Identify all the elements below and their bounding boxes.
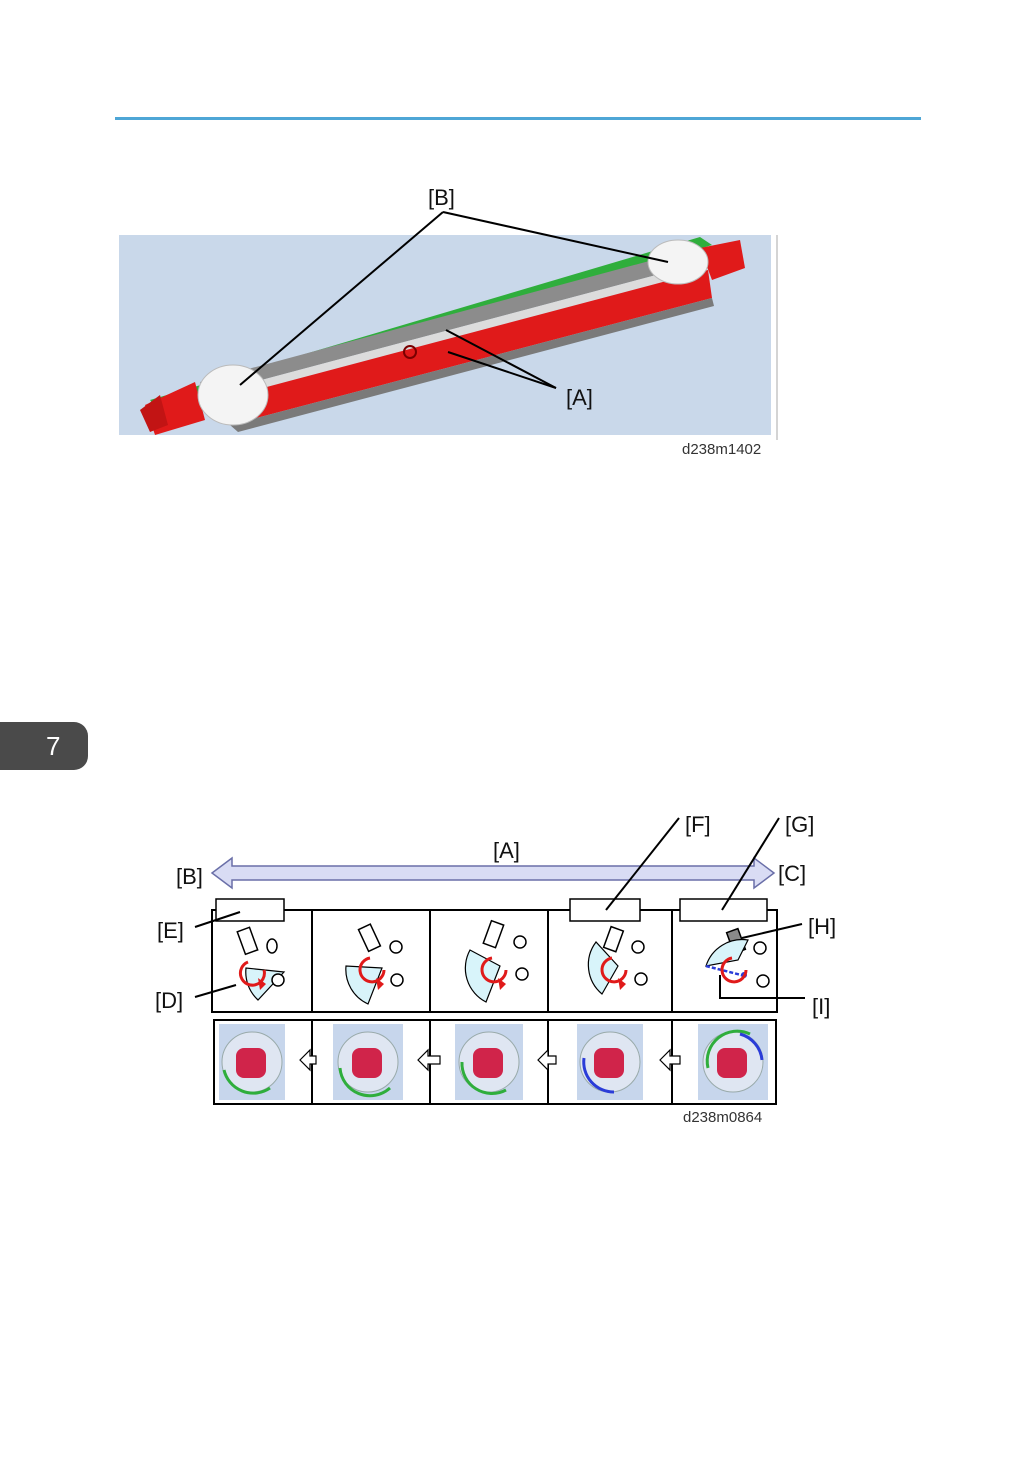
callout-i: [I] bbox=[812, 994, 830, 1019]
step-1 bbox=[237, 927, 284, 1000]
callout-b: [B] bbox=[428, 185, 455, 210]
callout-g: [G] bbox=[785, 812, 814, 837]
thumb-row-frame bbox=[214, 1020, 776, 1104]
thumbnail-2 bbox=[333, 1024, 403, 1100]
figure-roller-assembly: [B] [A] d238m1402 bbox=[0, 0, 1036, 480]
step-row-frame bbox=[212, 910, 777, 1012]
callout-e: [E] bbox=[157, 918, 184, 943]
figure2-id: d238m0864 bbox=[683, 1109, 762, 1126]
chapter-tab: 7 bbox=[0, 722, 88, 770]
callout-f: [F] bbox=[685, 812, 711, 837]
step-4 bbox=[588, 927, 647, 994]
step-arrows bbox=[300, 1050, 680, 1070]
callout-c-2: [C] bbox=[778, 861, 806, 886]
callout-a: [A] bbox=[566, 385, 593, 410]
step-5 bbox=[706, 929, 769, 987]
thumbnail-3 bbox=[455, 1024, 523, 1100]
double-arrow bbox=[212, 858, 774, 888]
label-box-g bbox=[680, 899, 767, 921]
step-3 bbox=[465, 921, 528, 1002]
callout-a-2: [A] bbox=[493, 838, 520, 863]
label-box-e bbox=[216, 899, 284, 921]
label-box-f bbox=[570, 899, 640, 921]
thumbnail-1 bbox=[219, 1024, 285, 1100]
callout-d: [D] bbox=[155, 988, 183, 1013]
thumbnail-5 bbox=[698, 1024, 768, 1100]
callout-b-2: [B] bbox=[176, 864, 203, 889]
thumbnail-4 bbox=[577, 1024, 643, 1100]
figure1-id: d238m1402 bbox=[682, 441, 761, 458]
callout-h: [H] bbox=[808, 914, 836, 939]
step-2 bbox=[346, 924, 403, 1004]
